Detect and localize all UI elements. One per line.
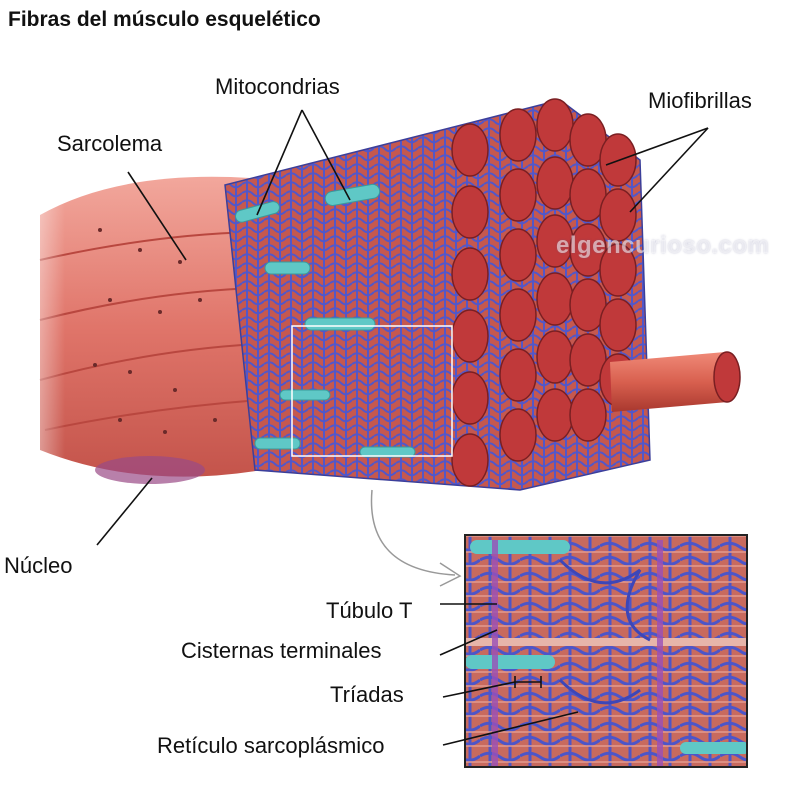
myofibril-end [599,188,637,242]
myofibril-end [536,98,574,152]
myofibril-end [499,168,537,222]
myofibril-end [536,388,574,442]
label-tubulo-t: Túbulo T [326,598,413,623]
myofibril-end [499,228,537,282]
myofibril-end [451,433,489,487]
myofibril-end [451,309,489,363]
leader-lines [96,109,709,746]
watermark-text: elgencurioso.com [556,232,770,259]
myofibril-end [599,243,637,297]
label-miofibrillas: Miofibrillas [648,88,752,113]
label-triadas: Tríadas [330,682,404,707]
myofibril-end [569,388,607,442]
zoom-arrow [370,489,462,587]
protruding-myofibril [610,351,741,412]
myofibril-end [499,348,537,402]
zoom-region-box [291,325,453,457]
sarcolemma-bundle [0,160,262,500]
nucleus-shape [95,456,205,484]
myofibril-end [536,156,574,210]
inset-detail [464,534,748,768]
label-reticulo-sarcoplasmico: Retículo sarcoplásmico [157,733,385,758]
label-cisternas-terminales: Cisternas terminales [181,638,382,663]
label-mitocondrias: Mitocondrias [215,74,340,99]
myofibril-end [499,288,537,342]
myofibril-end [536,272,574,326]
myofibril-end [451,123,489,177]
label-nucleo: Núcleo [4,553,73,578]
page-title: Fibras del músculo esquelético [8,8,321,31]
myofibril-end [451,371,489,425]
myofibril-end [499,408,537,462]
label-sarcolema: Sarcolema [57,131,163,156]
myofibril-end [599,298,637,352]
myofibril-end [536,330,574,384]
myofibril-ends [451,98,637,487]
myofibril-end [451,185,489,239]
myofibril-end [451,247,489,301]
myofibril-end [499,108,537,162]
